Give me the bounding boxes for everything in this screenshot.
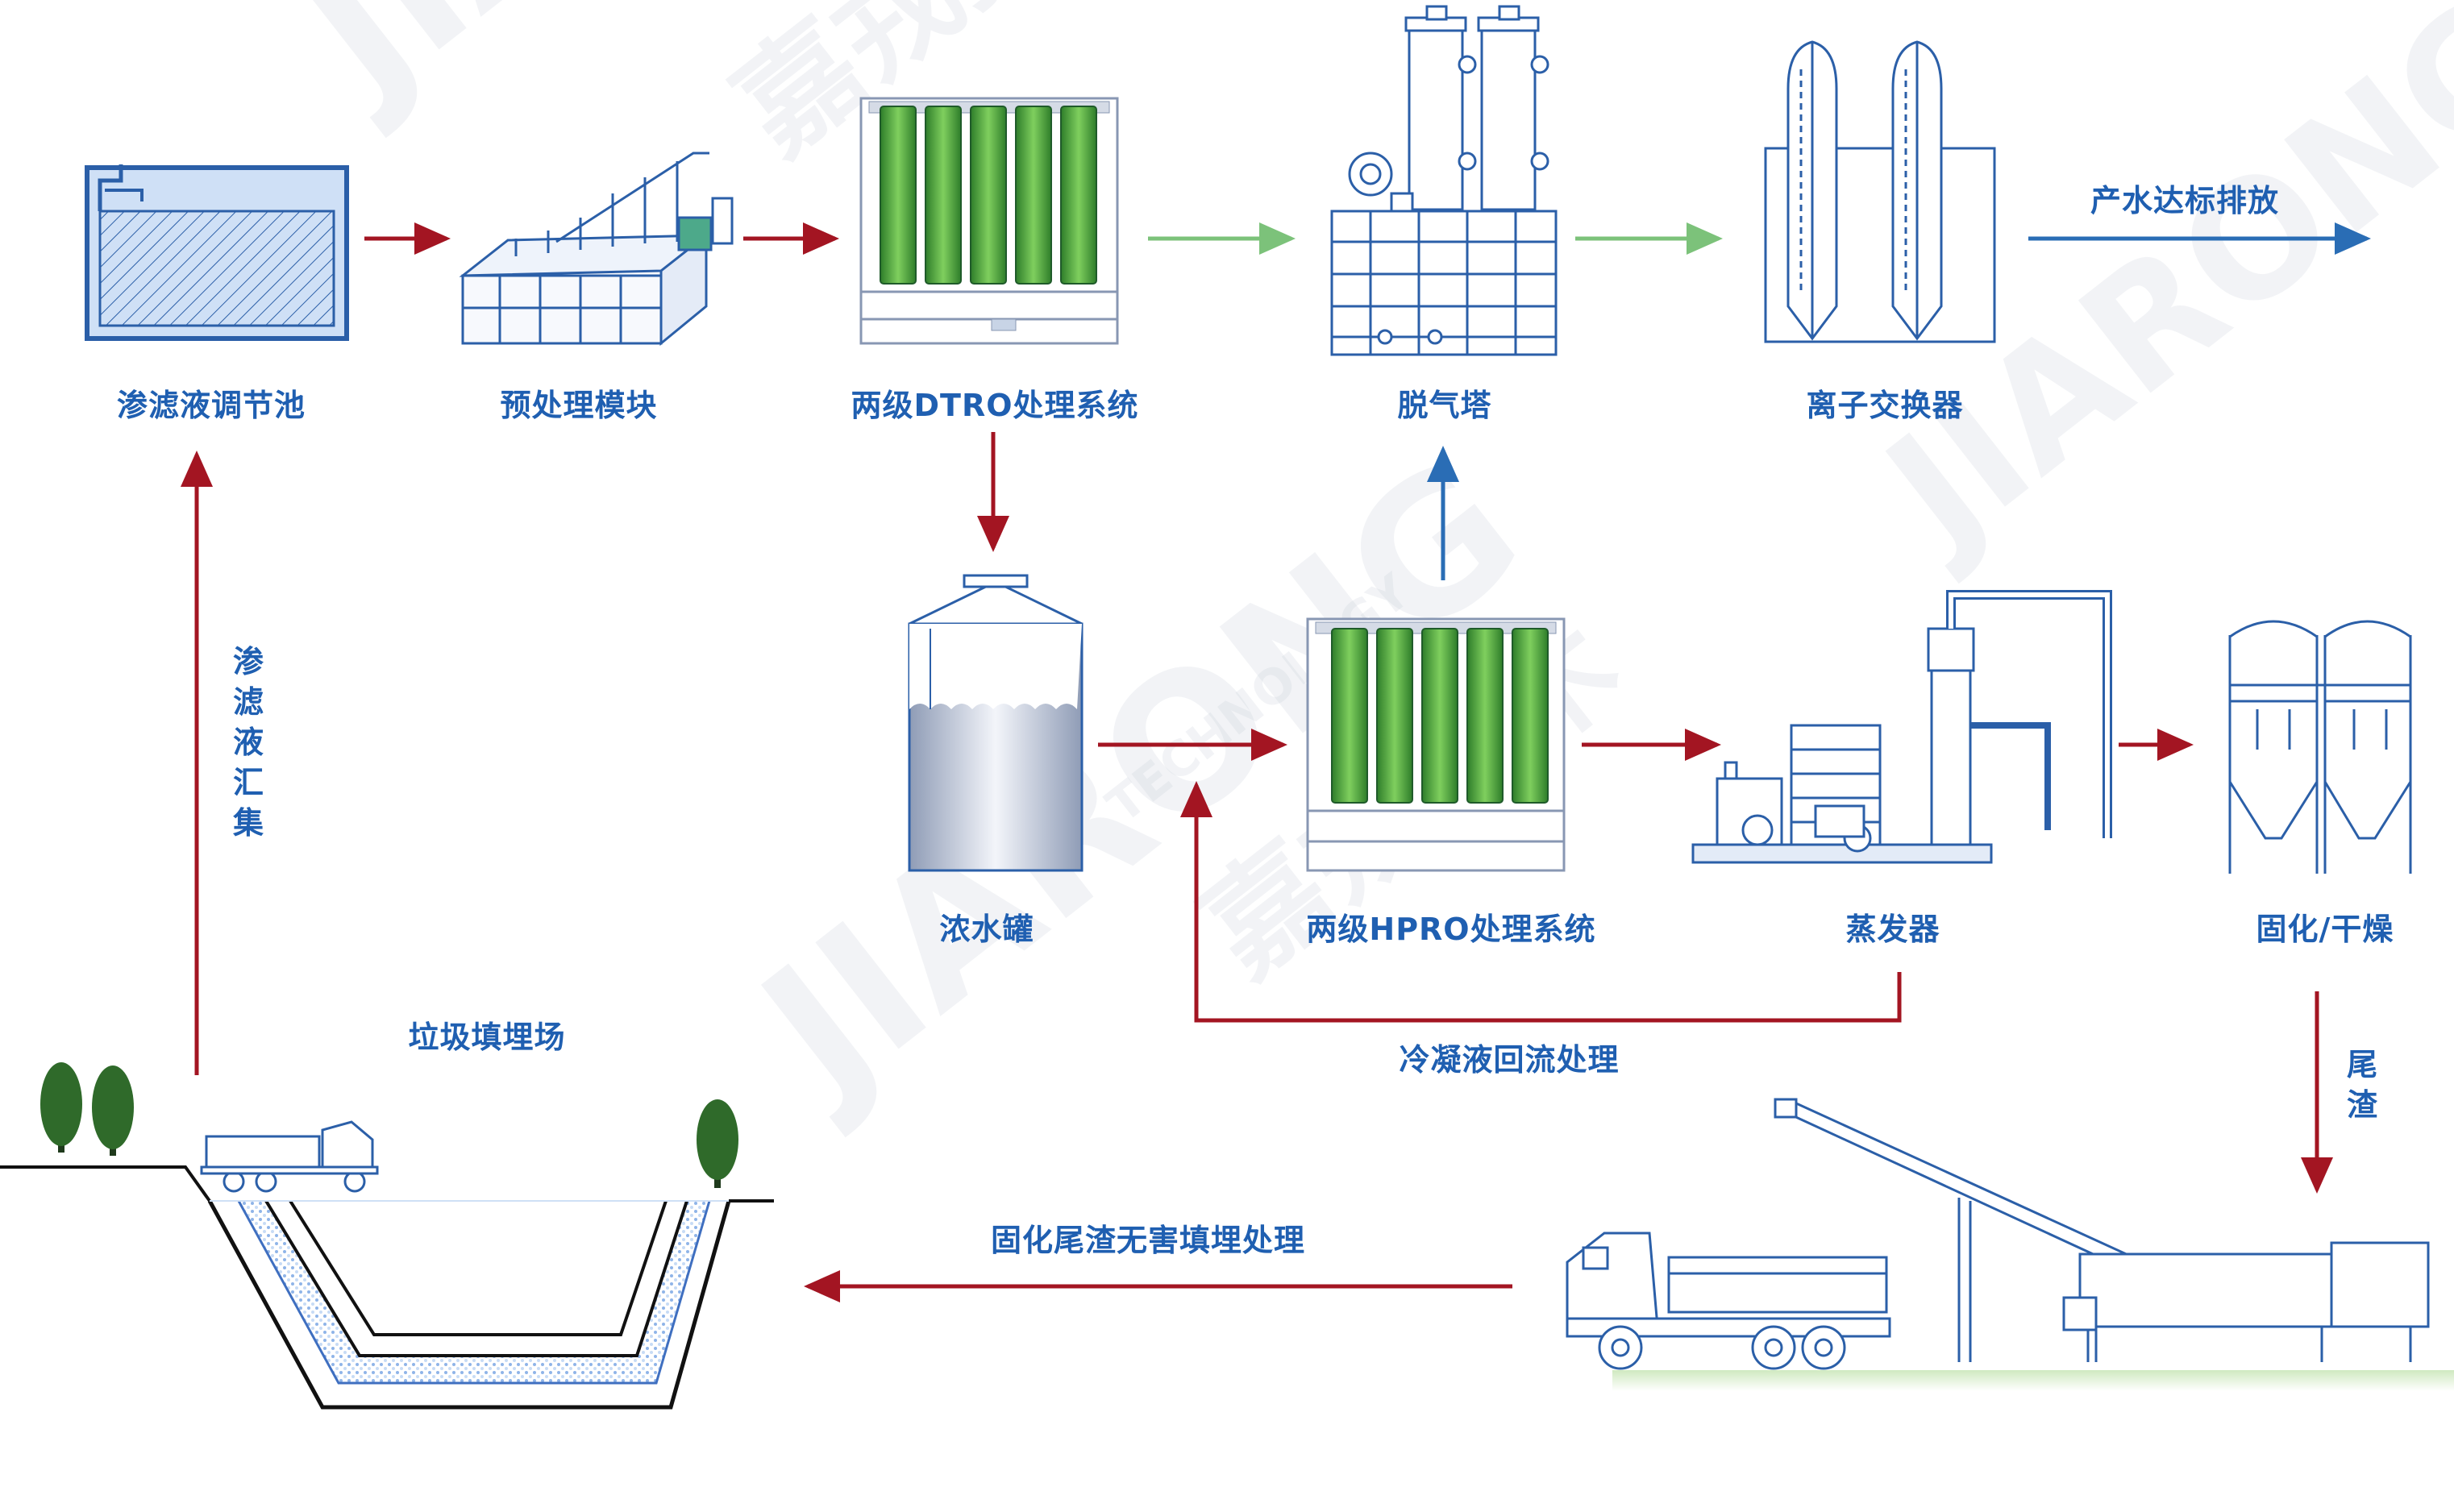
label-landfill: 垃圾填埋场 — [408, 1020, 566, 1055]
label-condensate-reflux: 冷凝液回流处理 — [1399, 1042, 1620, 1078]
landfill — [0, 1062, 774, 1410]
label-dtro: 两级DTRO处理系统 — [851, 388, 1139, 423]
flow-arrows — [181, 222, 2371, 1302]
label-residue-landfill: 固化尾渣无害填埋处理 — [990, 1223, 1306, 1258]
dump-truck-icon — [200, 1120, 379, 1193]
label-evaporator: 蒸发器 — [1845, 912, 1940, 947]
concentrate-tank — [908, 574, 1084, 872]
regulating-tank — [85, 164, 349, 341]
dtro-system — [859, 97, 1119, 345]
tree-icon — [697, 1099, 738, 1188]
tree-icon — [92, 1065, 134, 1156]
degassing-tower — [1330, 5, 1558, 356]
label-solidify-dry: 固化/干燥 — [2256, 912, 2394, 947]
label-concentrate-tank: 浓水罐 — [939, 912, 1034, 947]
tree-icon — [40, 1062, 82, 1153]
evaporator — [1691, 590, 2112, 864]
hpro-system — [1306, 617, 1566, 872]
label-pretreatment: 预处理模块 — [500, 388, 658, 423]
label-ion-exchanger: 离子交换器 — [1806, 388, 1964, 423]
label-regulating-tank: 渗滤液调节池 — [116, 388, 306, 423]
label-hpro: 两级HPRO处理系统 — [1306, 912, 1596, 947]
label-discharge: 产水达标排放 — [2090, 183, 2280, 218]
label-degassing-tower: 脱气塔 — [1397, 388, 1492, 423]
arrow-condensate-reflux — [1180, 781, 1902, 1023]
residue-truck-conveyor — [1566, 1098, 2454, 1391]
solidify-dryer — [2228, 620, 2412, 874]
label-residue: 尾渣 — [2346, 1047, 2377, 1123]
ion-exchanger — [1764, 40, 1996, 343]
label-collection: 渗滤液汇集 — [232, 644, 264, 841]
pretreatment-module — [459, 152, 734, 347]
